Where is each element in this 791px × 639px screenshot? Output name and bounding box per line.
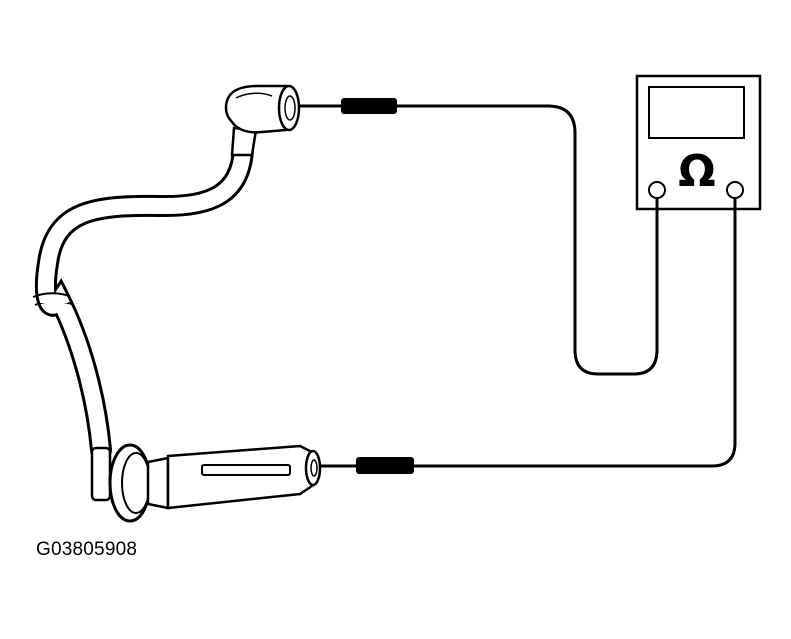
cable-break-mark-1 bbox=[32, 292, 71, 298]
top-boot-contour bbox=[235, 92, 273, 99]
lower-lead-probe bbox=[356, 457, 414, 474]
bottom-boot-flange-inner bbox=[121, 452, 151, 514]
top-boot-body bbox=[224, 84, 288, 134]
bottom-boot-collar bbox=[146, 456, 170, 510]
upper-test-lead bbox=[300, 104, 659, 376]
ohm-symbol: Ω bbox=[678, 146, 715, 197]
left-terminal bbox=[648, 181, 666, 199]
lower-test-lead bbox=[316, 198, 737, 468]
upper-lead-probe bbox=[341, 98, 397, 114]
top-boot-inner-ring bbox=[284, 95, 296, 121]
bottom-boot-sleeve bbox=[90, 446, 112, 502]
bottom-boot-barrel bbox=[166, 444, 314, 510]
spark-plug-wire-icon bbox=[32, 84, 322, 523]
wire-cable-fill bbox=[37, 142, 251, 458]
cable-break-gap bbox=[40, 298, 68, 303]
bottom-boot-inner-ring bbox=[310, 459, 318, 477]
bottom-boot-slot bbox=[201, 464, 291, 476]
ohmmeter-icon: Ω bbox=[635, 74, 762, 211]
right-terminal bbox=[726, 181, 744, 199]
figure-id-label: G03805908 bbox=[36, 539, 138, 560]
ohmmeter-display bbox=[648, 86, 745, 139]
